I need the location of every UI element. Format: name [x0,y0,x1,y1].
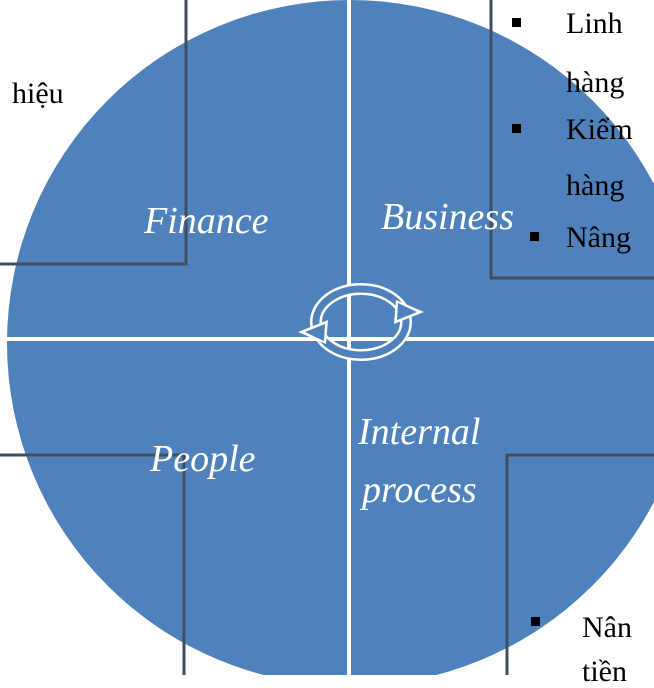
quadrant-label-finance: Finance [144,200,269,242]
quadrant-label-internal-line1: Internal [358,411,481,453]
right-item2-line2: hàng [566,169,625,202]
quadrant-label-business: Business [381,196,514,238]
connector-finance [0,0,188,266]
quadrant-label-internal-line2: process [362,469,477,511]
connector-business [489,0,654,280]
bullet-icon [531,617,540,626]
right-item1-line1: Linh [566,7,623,40]
bottom-item-line2: tiền [582,655,627,688]
left-text-fragment: hiệu [12,77,64,110]
bullet-icon [512,18,521,27]
quadrant-label-people: People [150,438,256,480]
bullet-icon [512,124,521,133]
right-item3-line1: Nâng [566,221,631,254]
connector-internal [505,453,654,675]
connector-people [0,453,186,675]
bullet-icon [530,232,539,241]
bottom-item-line1: Nân [582,611,632,644]
right-item2-line1: Kiểm [566,113,633,146]
right-item1-line2: hàng [566,66,625,99]
cycle-arrows-icon [298,283,424,361]
